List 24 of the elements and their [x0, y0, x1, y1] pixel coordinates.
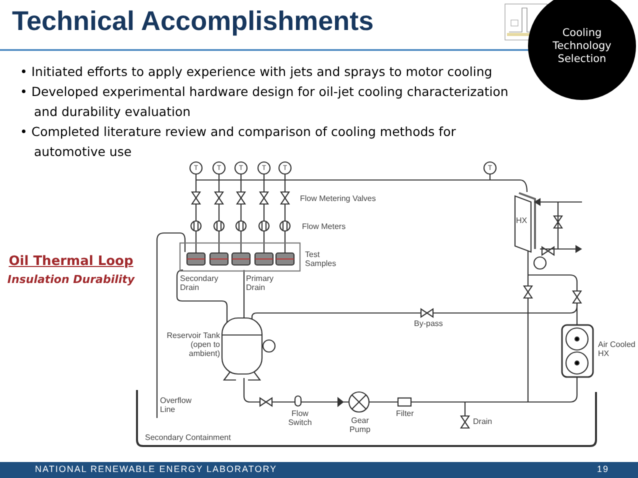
component-label: Overflow Line — [160, 396, 193, 414]
component-label: Secondary Containment — [145, 433, 232, 442]
component-label: Gear Pump — [348, 416, 372, 434]
footer-text: NATIONAL RENEWABLE ENERGY LABORATORY — [35, 464, 278, 474]
component-label: Flow Meters — [302, 222, 347, 231]
bullet-text: • Initiated efforts to apply experience with jets and sprays to motor cooling — [20, 63, 494, 81]
component-label: Test Samples — [305, 250, 338, 268]
component-label: By-pass — [414, 319, 444, 328]
component-label: Drain — [473, 417, 494, 426]
topic-circle: Cooling Technology Selection — [528, 0, 636, 100]
slide-title: Technical Accomplishments — [12, 6, 374, 37]
component-label: Primary Drain — [246, 274, 275, 292]
component-label: Flow Metering Valves — [300, 194, 377, 203]
component-label: Air Cooled HX — [598, 340, 636, 358]
component-label: Reservoir Tank (open to ambient) — [166, 331, 220, 358]
component-label: HX — [516, 216, 528, 225]
loop-subheading: Insulation Durability — [6, 272, 136, 287]
loop-heading: Oil Thermal Loop — [8, 254, 134, 270]
page-number: 19 — [597, 464, 610, 474]
bullet-text: • Completed literature review and comparison of cooling methods for automotive use — [20, 123, 457, 161]
component-label: Secondary Drain — [180, 274, 220, 292]
component-label: Flow Switch — [287, 409, 313, 427]
component-label: Filter — [396, 409, 415, 418]
bullet-text: • Developed experimental hardware design for oil-jet cooling characterization and durability evaluation — [20, 83, 510, 121]
